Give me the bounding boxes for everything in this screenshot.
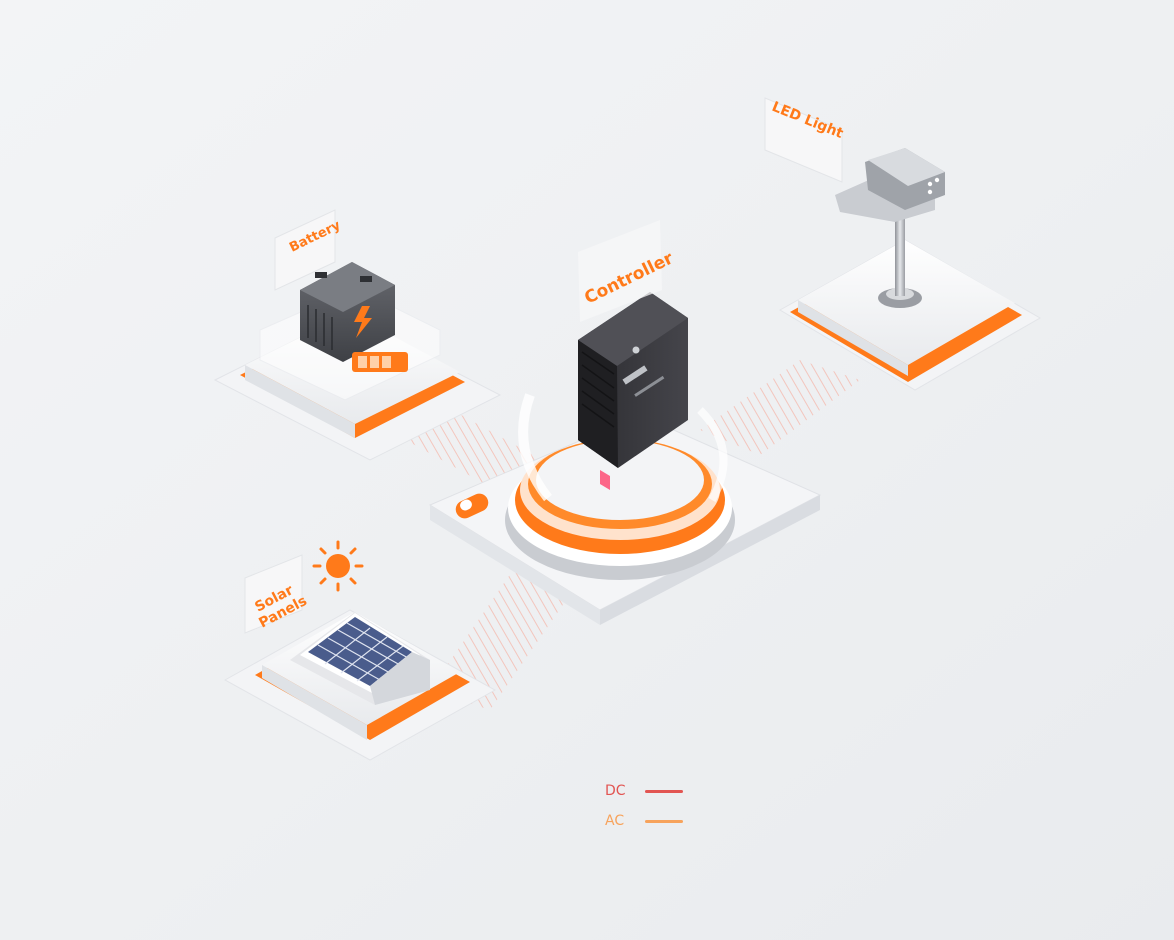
sun-icon [312,540,364,592]
controller-node: Controller [428,220,822,625]
legend-swatch-ac [645,819,683,823]
legend: DC AC [600,780,710,840]
flow-led-controller [700,360,860,455]
battery-icon [300,262,395,362]
controller-device-icon [578,292,688,490]
flow-solar-controller [430,560,580,710]
solar-panel-icon [290,612,430,705]
legend-label-ac: AC [605,813,625,829]
lightning-bolt-icon [354,306,372,338]
solar-panels-node: Solar Panels [223,540,497,761]
legend-label-dc: DC [605,783,626,799]
battery-level-indicator [352,352,408,372]
battery-node: Battery [213,209,502,461]
legend-item-dc: DC [600,780,710,802]
legend-swatch-dc [645,789,683,793]
street-lamp-icon [835,148,945,308]
legend-item-ac: AC [600,810,710,832]
